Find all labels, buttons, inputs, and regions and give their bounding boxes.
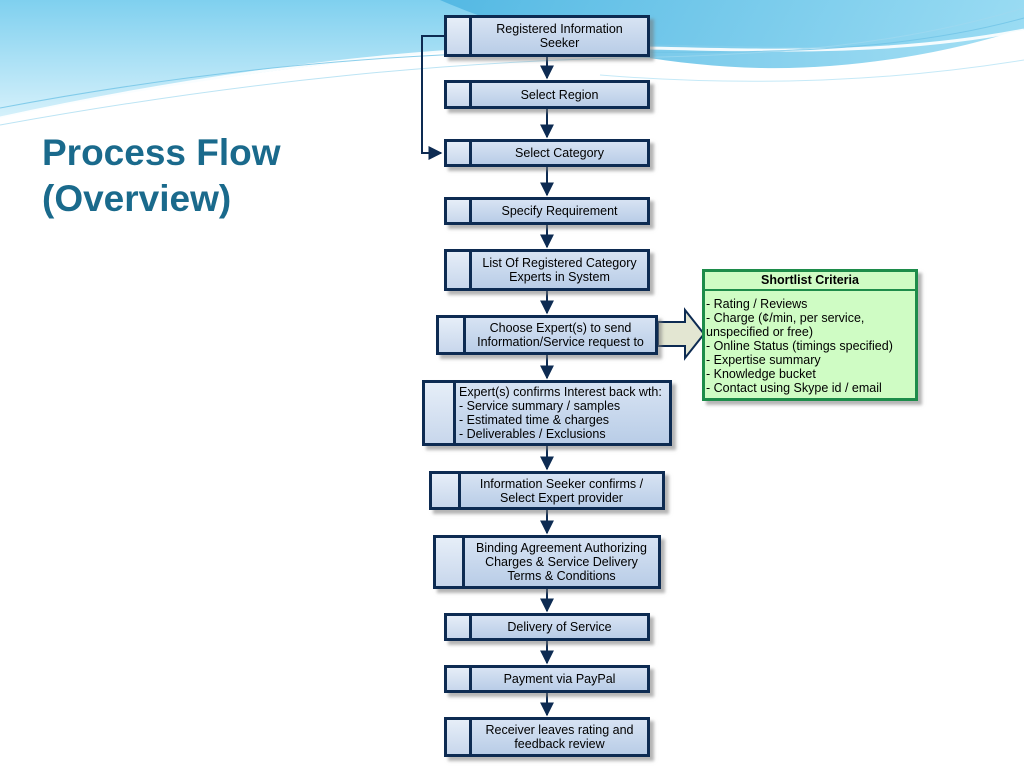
step-tab: [447, 720, 472, 754]
step-label-line: Specify Requirement: [501, 204, 618, 218]
step-specify-requirement: Specify Requirement: [444, 197, 650, 225]
shortlist-title: Shortlist Criteria: [705, 272, 915, 291]
step-label-line: Information/Service request to: [477, 335, 644, 349]
step-label-line: Binding Agreement Authorizing: [476, 541, 647, 555]
shortlist-item: - Expertise summary: [706, 353, 821, 367]
page-title-line-1: Process Flow: [42, 132, 281, 173]
step-label-line: Receiver leaves rating and: [485, 723, 634, 737]
step-label-line: - Deliverables / Exclusions: [459, 427, 606, 441]
step-tab: [447, 668, 472, 690]
step-label: Information Seeker confirms /Select Expe…: [461, 474, 662, 507]
step-label-line: List Of Registered Category: [482, 256, 637, 270]
step-select-region: Select Region: [444, 80, 650, 109]
step-label-line: Seeker: [539, 36, 580, 50]
step-label-line: feedback review: [514, 737, 605, 751]
step-tab: [447, 200, 472, 222]
step-expert-confirms-interest: Expert(s) confirms Interest back wth:- S…: [422, 380, 672, 446]
step-tab: [447, 142, 472, 164]
step-label-line: Registered Information: [496, 22, 623, 36]
step-label: Payment via PayPal: [472, 668, 647, 690]
shortlist-item: - Rating / Reviews: [706, 297, 808, 311]
step-label: Expert(s) confirms Interest back wth:- S…: [456, 383, 669, 443]
shortlist-item: - Knowledge bucket: [706, 367, 816, 381]
step-label-line: Expert(s) confirms Interest back wth:: [459, 385, 662, 399]
step-label-line: Delivery of Service: [507, 620, 612, 634]
step-label-line: Experts in System: [509, 270, 610, 284]
shortlist-arrow: [657, 307, 706, 361]
step-label: Select Region: [472, 83, 647, 106]
step-label-line: - Estimated time & charges: [459, 413, 610, 427]
step-label-line: Information Seeker confirms /: [479, 476, 644, 491]
shortlist-criteria-box: Shortlist Criteria - Rating / Reviews - …: [702, 269, 918, 401]
shortlist-item: - Online Status (timings specified): [706, 339, 893, 353]
step-label-line: Charges & Service Delivery: [485, 555, 638, 569]
step-label: Specify Requirement: [472, 200, 647, 222]
shortlist-item: unspecified or free): [706, 325, 814, 339]
step-tab: [436, 538, 465, 586]
step-label-line: Select Category: [515, 146, 604, 160]
step-label-line: Select Region: [520, 87, 599, 102]
shortlist-item: - Contact using Skype id / email: [706, 381, 882, 395]
step-select-category: Select Category: [444, 139, 650, 167]
step-seeker-confirms: Information Seeker confirms /Select Expe…: [429, 471, 665, 510]
step-label: Select Category: [472, 142, 647, 164]
step-label-line: - Service summary / samples: [459, 399, 621, 413]
step-tab: [432, 474, 461, 507]
step-label: Delivery of Service: [472, 616, 647, 638]
step-label-line: Terms & Conditions: [507, 569, 616, 583]
step-tab: [447, 18, 472, 54]
page-title-line-2: (Overview): [42, 178, 232, 219]
step-payment-paypal: Payment via PayPal: [444, 665, 650, 693]
step-label-line: Payment via PayPal: [503, 672, 616, 686]
step-tab: [447, 83, 472, 106]
step-tab: [447, 616, 472, 638]
step-tab: [439, 318, 466, 352]
step-tab: [425, 383, 456, 443]
shortlist-items: - Rating / Reviews - Charge (¢/min, per …: [705, 291, 915, 395]
connector-1-3-bypass: [421, 35, 444, 160]
shortlist-item: - Charge (¢/min, per service,: [706, 311, 865, 325]
step-label-line: Choose Expert(s) to send: [489, 321, 632, 335]
page-title: Process Flow (Overview): [42, 130, 281, 222]
step-label-line: Select Expert provider: [500, 490, 623, 505]
step-delivery-of-service: Delivery of Service: [444, 613, 650, 641]
step-tab: [447, 252, 472, 288]
